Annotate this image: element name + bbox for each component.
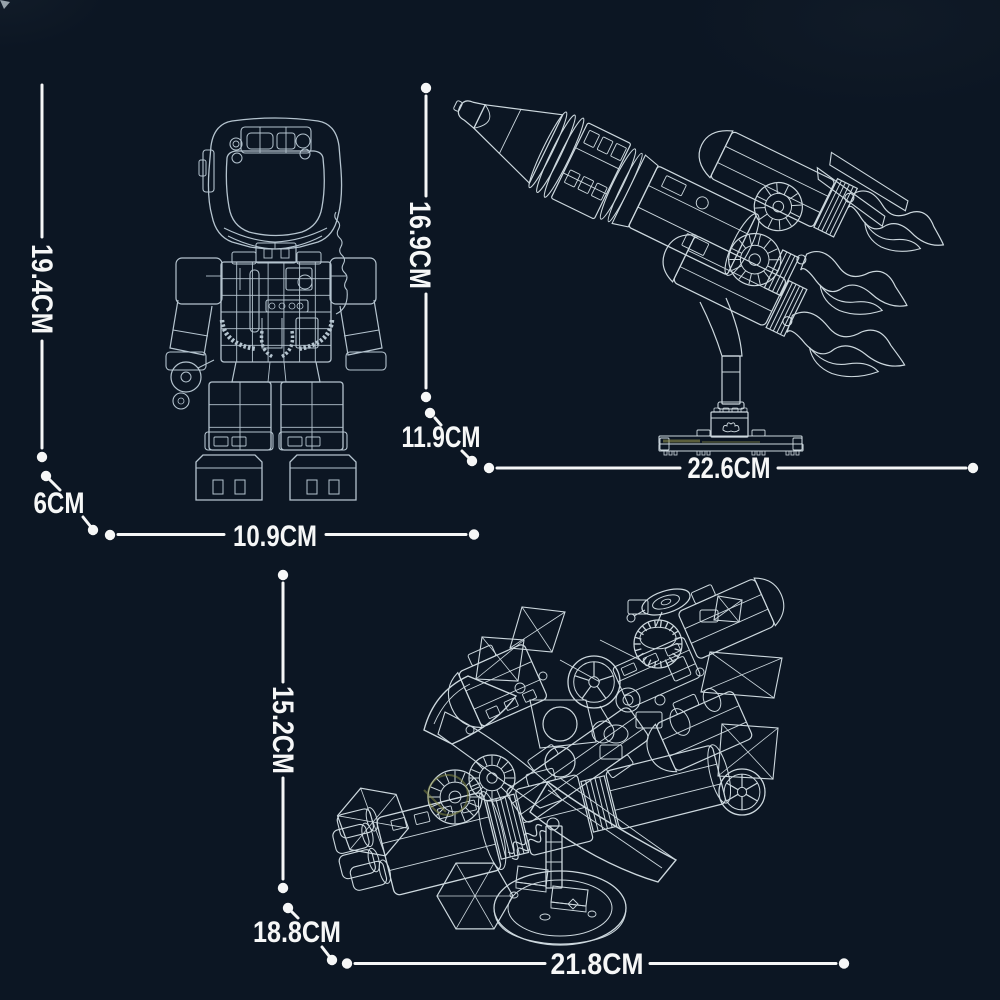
svg-text:15.2CM: 15.2CM bbox=[266, 686, 299, 774]
svg-text:6CM: 6CM bbox=[34, 487, 85, 520]
svg-text:21.8CM: 21.8CM bbox=[551, 948, 644, 981]
svg-text:18.8CM: 18.8CM bbox=[253, 916, 341, 949]
svg-text:16.9CM: 16.9CM bbox=[403, 201, 436, 289]
svg-text:22.6CM: 22.6CM bbox=[688, 452, 771, 485]
svg-text:10.9CM: 10.9CM bbox=[233, 520, 317, 553]
svg-text:11.9CM: 11.9CM bbox=[402, 421, 481, 454]
svg-text:19.4CM: 19.4CM bbox=[25, 244, 58, 334]
